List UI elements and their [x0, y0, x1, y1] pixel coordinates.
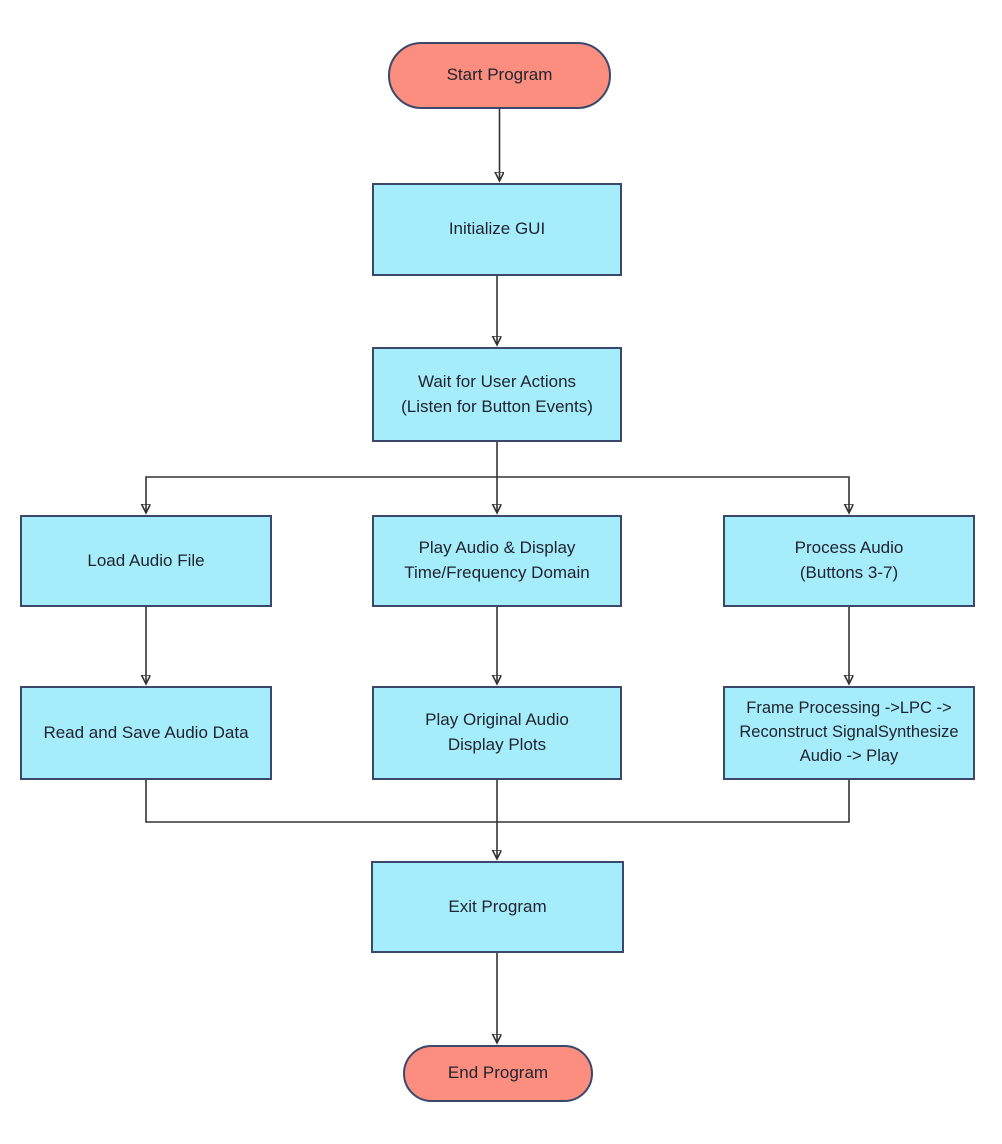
- edge-wait-to-load: [146, 476, 497, 513]
- node-start-program: Start Program: [388, 42, 611, 109]
- node-process-audio: Process Audio (Buttons 3-7): [723, 515, 975, 607]
- node-end-program: End Program: [403, 1045, 593, 1102]
- node-wait-for-user-actions: Wait for User Actions (Listen for Button…: [372, 347, 622, 442]
- edge-readsave-to-exit: [145, 780, 497, 823]
- node-initialize-gui: Initialize GUI: [372, 183, 622, 276]
- node-frame-processing-lpc: Frame Processing ->LPC -> Reconstruct Si…: [723, 686, 975, 780]
- edge-frame-to-exit: [497, 780, 850, 823]
- node-read-save-audio-data: Read and Save Audio Data: [20, 686, 272, 780]
- edge-wait-to-process: [497, 476, 849, 513]
- node-load-audio-file: Load Audio File: [20, 515, 272, 607]
- node-play-original-audio: Play Original Audio Display Plots: [372, 686, 622, 780]
- node-play-audio-display: Play Audio & Display Time/Frequency Doma…: [372, 515, 622, 607]
- node-exit-program: Exit Program: [371, 861, 624, 953]
